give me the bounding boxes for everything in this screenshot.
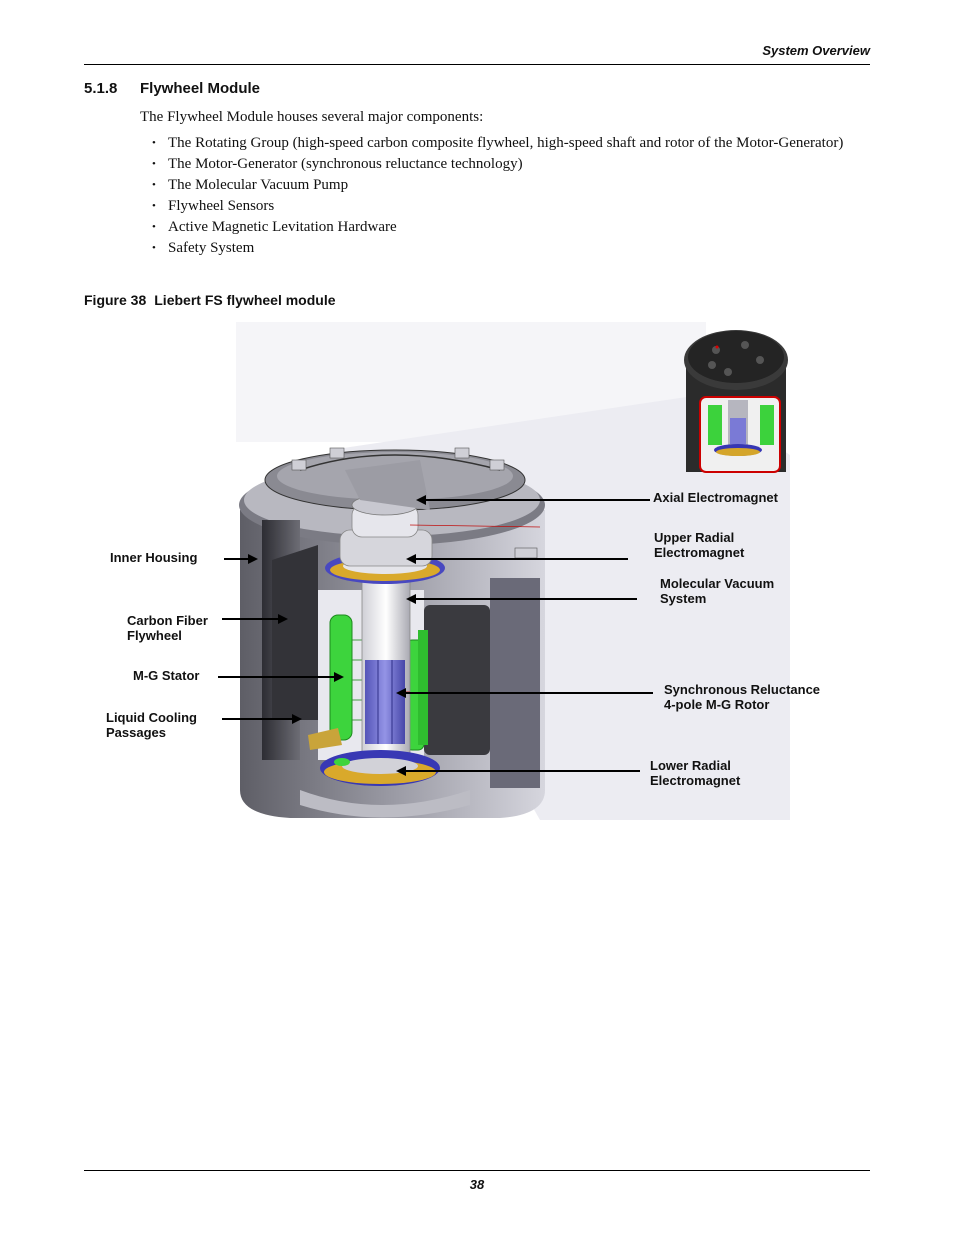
flywheel-cutaway [239, 447, 545, 818]
section-heading: 5.1.8 Flywheel Module [84, 80, 260, 97]
footer-rule [84, 1170, 870, 1171]
callout-mg-stator: M-G Stator [133, 668, 200, 683]
callout-molecular-vacuum-system: Molecular Vacuum System [660, 576, 775, 606]
callout-lower-radial-electromagnet: Lower Radial Electromagnet [650, 758, 741, 788]
rotor-shape [365, 660, 405, 744]
list-item: The Molecular Vacuum Pump [152, 176, 852, 194]
page-header: System Overview [762, 43, 870, 58]
callout-upper-radial-electromagnet: Upper Radial Electromagnet [654, 530, 745, 560]
external-view-inset [684, 330, 788, 473]
intro-paragraph: The Flywheel Module houses several major… [140, 109, 484, 125]
list-item: Active Magnetic Levitation Hardware [152, 218, 852, 236]
figure-title: Liebert FS flywheel module [154, 292, 336, 308]
component-list: The Rotating Group (high-speed carbon co… [152, 134, 852, 260]
list-item: The Motor-Generator (synchronous relucta… [152, 155, 852, 173]
list-item: Safety System [152, 239, 852, 257]
header-rule [84, 64, 870, 65]
figure-caption: Figure 38 Liebert FS flywheel module [84, 292, 336, 308]
callout-synchronous-reluctance-rotor: Synchronous Reluctance 4-pole M-G Rotor [664, 682, 821, 712]
callout-carbon-fiber-flywheel: Carbon Fiber Flywheel [127, 613, 208, 643]
callout-liquid-cooling-passages: Liquid Cooling Passages [106, 710, 197, 740]
page-number: 38 [469, 1177, 485, 1192]
callout-inner-housing: Inner Housing [110, 550, 198, 565]
section-title: Flywheel Module [140, 80, 261, 97]
section-number: 5.1.8 [84, 80, 118, 97]
list-item: The Rotating Group (high-speed carbon co… [152, 134, 852, 152]
callout-axial-electromagnet: Axial Electromagnet [653, 490, 778, 505]
figure-label: Figure 38 [84, 292, 147, 308]
list-item: Flywheel Sensors [152, 197, 852, 215]
